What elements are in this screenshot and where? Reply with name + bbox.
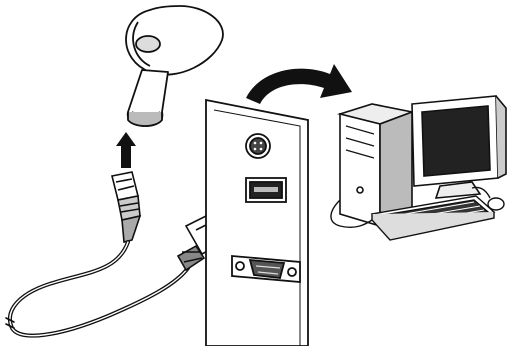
curved-arrow-icon: [246, 64, 352, 104]
crt-monitor-icon: [412, 96, 506, 198]
ps2-port-icon: [246, 134, 270, 158]
computer-back-panel-icon: [206, 100, 308, 346]
up-arrow-icon: [116, 132, 136, 168]
usb-port-icon: [246, 178, 286, 202]
rj45-connector-icon: [112, 172, 140, 242]
desktop-tower-icon: [340, 104, 412, 226]
coiled-cable: [6, 242, 188, 336]
